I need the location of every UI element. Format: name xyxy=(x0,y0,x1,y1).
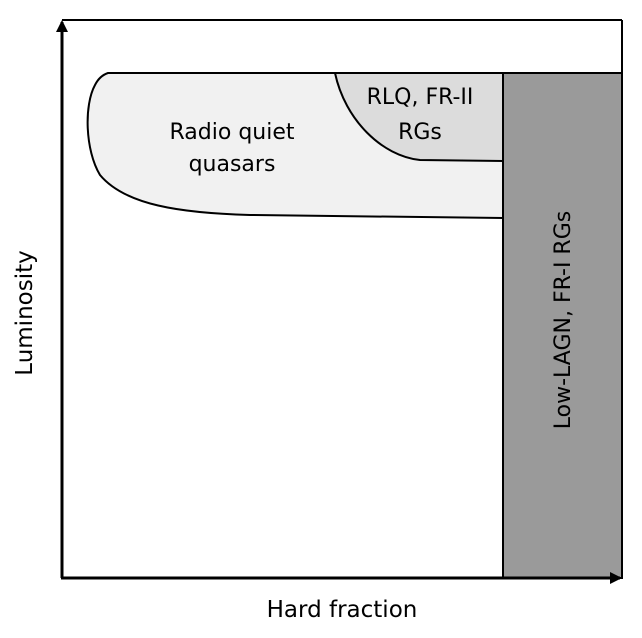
label-radio-quiet-line2: quasars xyxy=(189,152,276,177)
label-rlq-line2: RGs xyxy=(398,120,442,145)
label-radio-quiet-line1: Radio quiet xyxy=(170,120,295,145)
label-low-lagn: Low-LAGN, FR-I RGs xyxy=(551,211,576,429)
region-low-lagn xyxy=(502,72,623,579)
x-axis-label: Hard fraction xyxy=(267,597,418,623)
region-rlq-fr2 xyxy=(333,72,504,163)
label-rlq-line1: RLQ, FR-II xyxy=(367,85,474,110)
y-axis-label: Luminosity xyxy=(12,250,38,375)
